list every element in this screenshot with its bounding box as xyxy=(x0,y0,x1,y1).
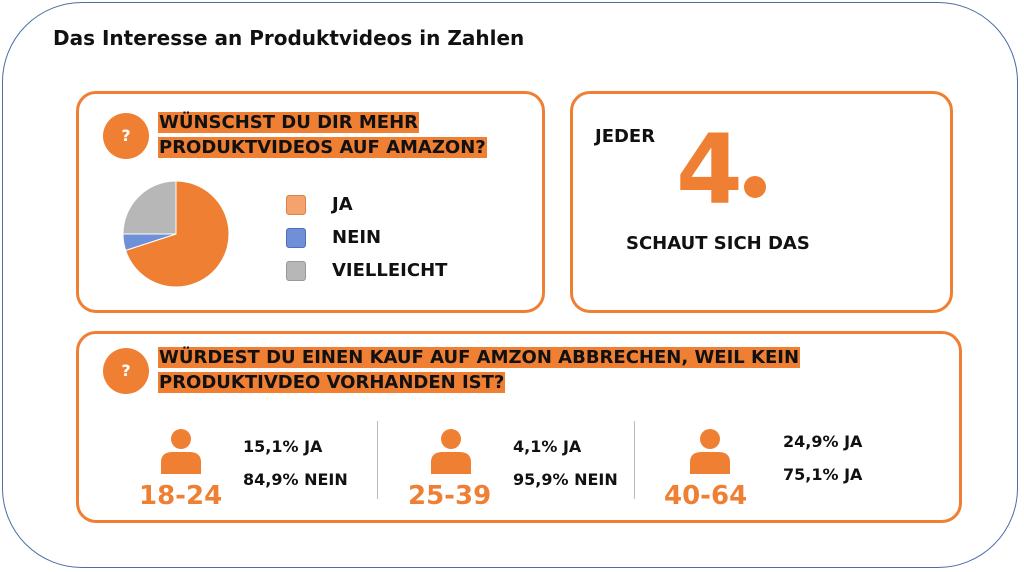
page-title: Das Interesse an Produktvideos in Zahlen xyxy=(53,26,525,50)
stat-yes: 24,9% JA xyxy=(783,432,863,451)
stat-prefix: JEDER xyxy=(595,126,656,147)
question-icon: ? xyxy=(103,113,149,159)
stat-number: 4 xyxy=(676,114,743,226)
age-group-label: 18-24 xyxy=(139,481,223,511)
legend-item-nein: NEIN xyxy=(286,227,381,248)
pie-slice-vielleicht xyxy=(122,180,177,235)
question-text: WÜNSCHST DU DIR MEHR PRODUKTVIDEOS AUF A… xyxy=(158,110,487,160)
legend-swatch-ja xyxy=(286,194,306,215)
stat-yes: 15,1% JA xyxy=(243,437,323,456)
person-icon xyxy=(690,429,730,474)
legend-label-ja: JA xyxy=(332,194,353,215)
divider xyxy=(377,421,378,499)
age-group-label: 40-64 xyxy=(664,481,748,511)
pie-chart xyxy=(122,180,230,288)
legend-item-vielleicht: VIELLEICHT xyxy=(286,260,447,281)
divider xyxy=(634,421,635,499)
legend-label-vielleicht: VIELLEICHT xyxy=(332,260,448,281)
stat-no: 95,9% NEIN xyxy=(513,470,618,489)
person-icon xyxy=(161,429,201,474)
question-line-2: PRODUKTVIDEOS AUF AMAZON? xyxy=(158,137,487,158)
legend-swatch-vielleicht xyxy=(286,260,306,281)
legend-swatch-nein xyxy=(286,227,306,248)
stat-number-dot xyxy=(744,176,766,198)
age-group-label: 25-39 xyxy=(408,481,492,511)
question-card-abandon xyxy=(76,331,962,523)
question-icon: ? xyxy=(103,348,149,394)
pie-slice-ja xyxy=(124,180,230,288)
question-line-2: PRODUKTIVDEO VORHANDEN IST? xyxy=(158,372,506,393)
stat-no: 84,9% NEIN xyxy=(243,470,348,489)
stat-no: 75,1% JA xyxy=(783,465,863,484)
legend-item-ja: JA xyxy=(286,194,353,215)
question-line-1: WÜRDEST DU EINEN KAUF AUF AMZON ABBRECHE… xyxy=(158,347,801,368)
question-card-amazon-videos xyxy=(76,91,545,313)
stat-card-every-fourth xyxy=(570,91,953,313)
legend-label-nein: NEIN xyxy=(332,227,382,248)
stat-yes: 4,1% JA xyxy=(513,437,582,456)
question-line-1: WÜNSCHST DU DIR MEHR xyxy=(158,112,420,133)
stat-suffix: SCHAUT SICH DAS xyxy=(626,233,810,254)
question-text: WÜRDEST DU EINEN KAUF AUF AMZON ABBRECHE… xyxy=(158,345,801,395)
person-icon xyxy=(431,429,471,474)
